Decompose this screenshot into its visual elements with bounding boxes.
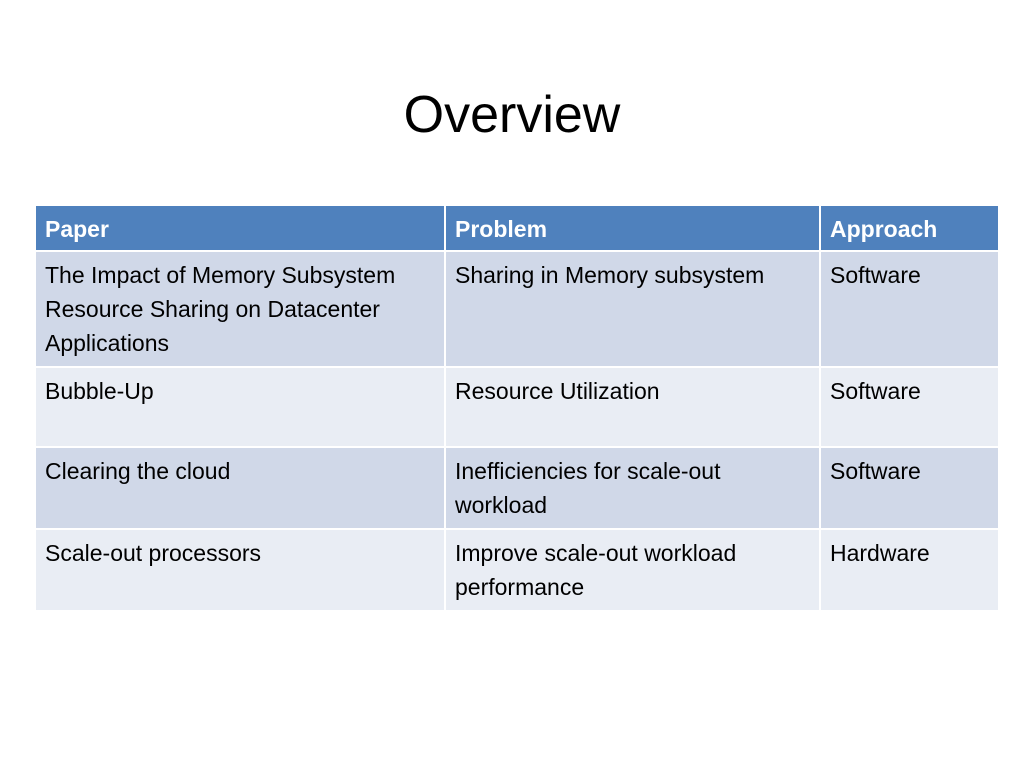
cell-paper: Bubble-Up	[34, 366, 446, 448]
cell-problem: Sharing in Memory subsystem	[444, 250, 821, 368]
table-header-row: Paper Problem Approach	[34, 204, 1000, 252]
header-paper: Paper	[34, 204, 446, 252]
cell-approach: Software	[819, 366, 1000, 448]
header-problem: Problem	[444, 204, 821, 252]
cell-paper: Scale-out processors	[34, 528, 446, 612]
overview-table: Paper Problem Approach The Impact of Mem…	[34, 204, 1000, 612]
table-row: Bubble-Up Resource Utilization Software	[34, 366, 1000, 448]
cell-approach: Software	[819, 446, 1000, 530]
header-approach: Approach	[819, 204, 1000, 252]
cell-paper: The Impact of Memory Subsystem Resource …	[34, 250, 446, 368]
cell-approach: Hardware	[819, 528, 1000, 612]
table-row: The Impact of Memory Subsystem Resource …	[34, 250, 1000, 368]
slide-title: Overview	[403, 85, 621, 144]
table-row: Clearing the cloud Inefficiencies for sc…	[34, 446, 1000, 530]
cell-problem: Inefficiencies for scale-out workload	[444, 446, 821, 530]
cell-problem: Resource Utilization	[444, 366, 821, 448]
cell-paper: Clearing the cloud	[34, 446, 446, 530]
cell-problem: Improve scale-out workload performance	[444, 528, 821, 612]
table-row: Scale-out processors Improve scale-out w…	[34, 528, 1000, 612]
cell-approach: Software	[819, 250, 1000, 368]
